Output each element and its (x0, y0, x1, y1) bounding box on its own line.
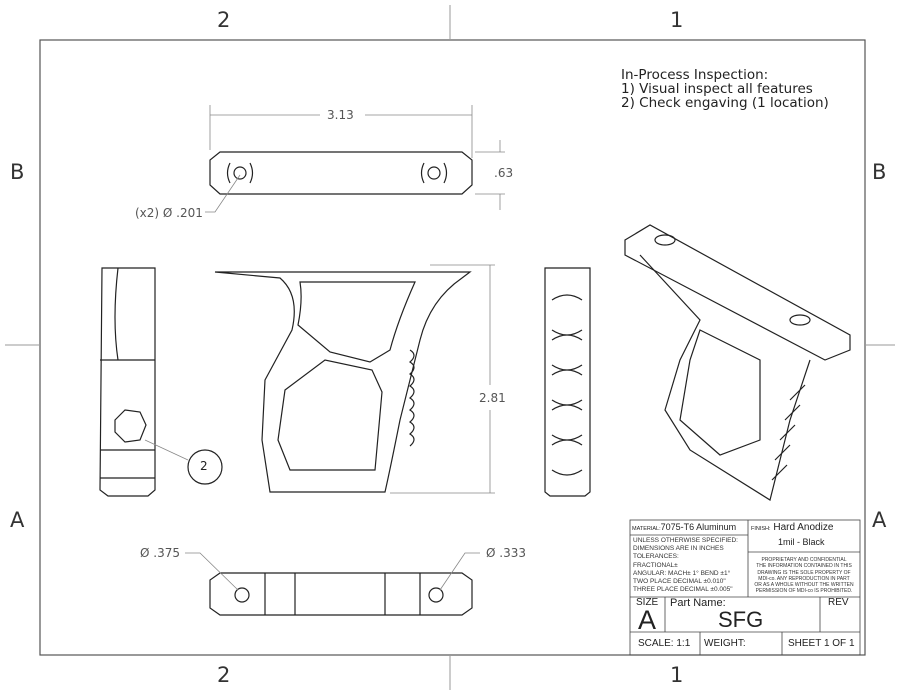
proprietary-line: DRAWING IS THE SOLE PROPERTY OF (757, 569, 851, 576)
dim-width: 3.13 (327, 108, 354, 122)
isometric-view (624, 224, 851, 501)
dim-hole-right: Ø .333 (486, 546, 526, 560)
zone-label: A (10, 508, 25, 532)
zone-label: 1 (670, 8, 684, 32)
finish-field: FINISH: Hard Anodize (751, 522, 833, 535)
proprietary-line: PERMISSION OF MDI-co IS PROHIBITED. (755, 588, 853, 595)
tolerance-line: ANGULAR: MACH± 1° BEND ±1° (633, 569, 731, 577)
zone-label: A (872, 508, 887, 532)
size-value: A (638, 605, 657, 635)
proprietary-line: PROPRIETARY AND CONFIDENTIAL (761, 557, 847, 563)
tolerance-line: TWO PLACE DECIMAL ±0.010" (633, 578, 726, 586)
tolerance-line: TOLERANCES: (633, 553, 679, 561)
tolerance-line: THREE PLACE DECIMAL ±0.005" (633, 586, 733, 594)
note-item: 1) Visual inspect all features (621, 81, 813, 97)
tolerances-block: UNLESS OTHERWISE SPECIFIED: DIMENSIONS A… (633, 537, 738, 594)
zone-label: B (10, 160, 25, 184)
tolerance-line: FRACTIONAL± (633, 561, 678, 569)
proprietary-line: THE INFORMATION CONTAINED IN THIS (756, 563, 852, 570)
dim-hole-left: Ø .375 (140, 546, 180, 560)
inspection-notes: In-Process Inspection: 1) Visual inspect… (621, 68, 829, 110)
top-view (205, 105, 505, 213)
notes-title: In-Process Inspection: (621, 67, 769, 83)
tolerance-line: UNLESS OTHERWISE SPECIFIED: (633, 537, 738, 544)
balloon-circle (187, 449, 223, 485)
material-value: 7075-T6 Aluminum (660, 522, 737, 532)
material-label: MATERIAL: (632, 526, 661, 532)
weight-field: WEIGHT: (704, 638, 746, 649)
finish-label: FINISH: (751, 526, 771, 532)
zone-label: B (872, 160, 887, 184)
zone-label: 2 (217, 663, 231, 687)
dim-height: 2.81 (479, 391, 506, 405)
title-block-lines (629, 519, 861, 656)
scale-field: SCALE: 1:1 (638, 638, 691, 649)
dim-thickness: .63 (494, 166, 514, 180)
zone-label: 2 (217, 8, 231, 32)
material-field: MATERIAL:7075-T6 Aluminum (632, 522, 736, 535)
left-view (99, 267, 223, 497)
front-view (214, 264, 495, 494)
zone-label: 1 (670, 663, 684, 687)
tolerance-line: DIMENSIONS ARE IN INCHES (633, 545, 724, 553)
balloon-number: 2 (200, 459, 208, 473)
proprietary-line: OR AS A WHOLE WITHOUT THE WRITTEN (754, 582, 854, 589)
finish-value: Hard Anodize (773, 522, 834, 533)
rev-label: REV (828, 597, 849, 608)
part-name-value: SFG (718, 607, 764, 632)
bottom-view (185, 552, 480, 616)
proprietary-line: MDI-co. ANY REPRODUCTION IN PART (758, 575, 850, 582)
zone-ticks (5, 5, 895, 690)
finish-value-2: 1mil - Black (778, 537, 825, 547)
drawing-border (39, 39, 866, 656)
dim-hole-callout: (x2) Ø .201 (135, 206, 203, 220)
proprietary-notice: PROPRIETARY AND CONFIDENTIAL THE INFORMA… (750, 557, 858, 595)
right-view (544, 267, 591, 497)
sheet-field: SHEET 1 OF 1 (788, 638, 855, 649)
size-label: SIZE (636, 597, 659, 608)
note-item: 2) Check engaving (1 location) (621, 95, 829, 111)
part-name-label: Part Name: (670, 597, 726, 609)
